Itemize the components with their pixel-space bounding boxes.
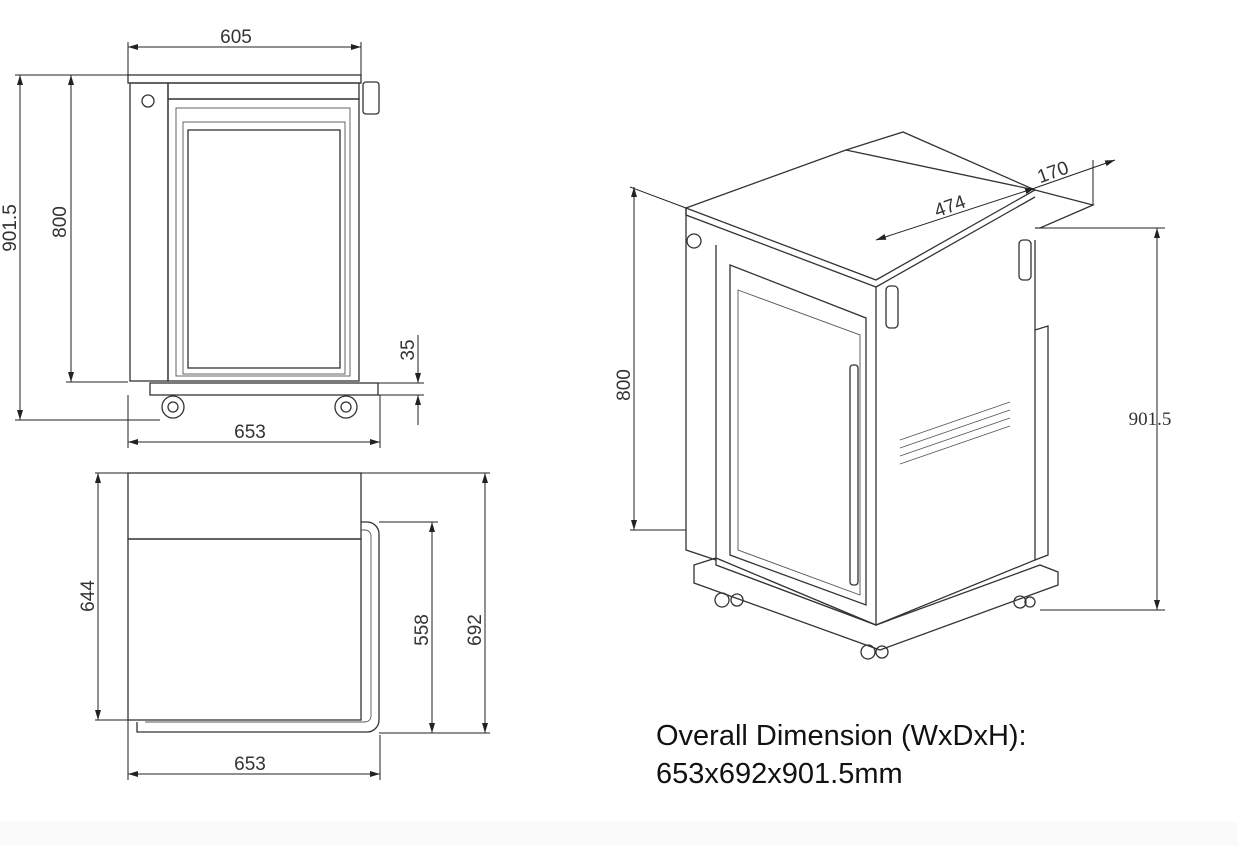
dim-901-5-iso: 901.5 — [1129, 409, 1172, 430]
dim-800: 800 — [50, 206, 71, 238]
dim-474: 474 — [932, 191, 969, 222]
vent-slots — [899, 401, 1011, 465]
dim-644: 644 — [78, 580, 99, 612]
dim-35: 35 — [398, 339, 419, 360]
bottle-opener-icon — [141, 94, 155, 108]
caption-dimensions: 653x692x901.5mm — [656, 758, 903, 790]
bottle-opener-icon — [686, 233, 702, 249]
dim-653-top: 653 — [234, 754, 266, 775]
top-view: 644 558 692 653 — [78, 472, 490, 780]
dim-605: 605 — [220, 27, 252, 48]
caption-title: Overall Dimension (WxDxH): — [656, 720, 1027, 752]
dim-653-front: 653 — [234, 422, 266, 443]
isometric-view: 800 901.5 474 170 — [614, 131, 1172, 660]
dim-558: 558 — [412, 614, 433, 646]
dim-901-5: 901.5 — [0, 204, 21, 252]
front-view: 605 901.5 800 35 653 — [0, 27, 424, 448]
dim-692: 692 — [465, 614, 486, 646]
dim-170: 170 — [1035, 158, 1072, 189]
dim-800-iso: 800 — [614, 369, 635, 401]
bottom-band — [0, 822, 1238, 846]
